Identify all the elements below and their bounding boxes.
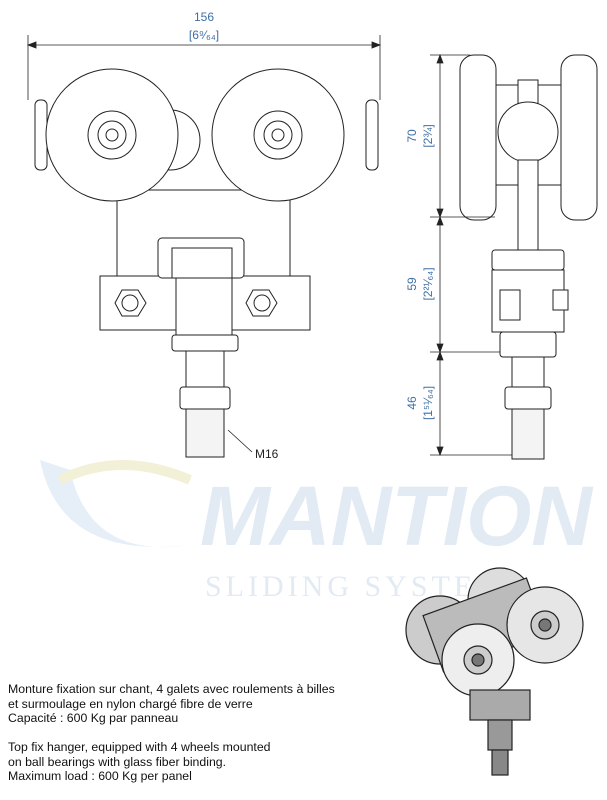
thread-label: M16 — [255, 447, 279, 461]
stem-height-mm: 46 — [405, 396, 419, 410]
width-mm: 156 — [194, 10, 214, 24]
description-line: Monture fixation sur chant, 4 galets ave… — [8, 682, 335, 696]
product-render — [405, 567, 584, 776]
side-view — [459, 54, 598, 460]
description-line: on ball bearings with glass fiber bindin… — [8, 754, 227, 769]
watermark-brand: MANTION — [200, 469, 594, 563]
description-line: Maximum load : 600 Kg per panel — [8, 769, 192, 783]
description-english: Top fix hanger, equipped with 4 wheels m… — [8, 740, 271, 784]
wheel-height-inch: [2¾] — [421, 124, 435, 147]
body-height-mm: 59 — [405, 277, 419, 291]
description-line: Top fix hanger, equipped with 4 wheels m… — [8, 740, 271, 754]
description-line: et surmoulage en nylon chargé fibre de v… — [8, 696, 253, 711]
description-line: Capacité : 600 Kg par panneau — [8, 711, 179, 725]
width-dimension — [26, 35, 382, 100]
front-view — [34, 68, 379, 458]
description-french: Monture fixation sur chant, 4 galets ave… — [8, 682, 335, 726]
width-inch: [6⁹⁄₆₄] — [189, 28, 219, 42]
stem-height-inch: [1⁵¹⁄₆₄] — [421, 386, 435, 420]
height-dimensions — [430, 53, 512, 457]
wheel-height-mm: 70 — [405, 129, 419, 143]
body-height-inch: [2²¹⁄₆₄] — [421, 267, 435, 300]
watermark-logo: MANTION SLIDING SYSTEMS — [40, 460, 594, 603]
